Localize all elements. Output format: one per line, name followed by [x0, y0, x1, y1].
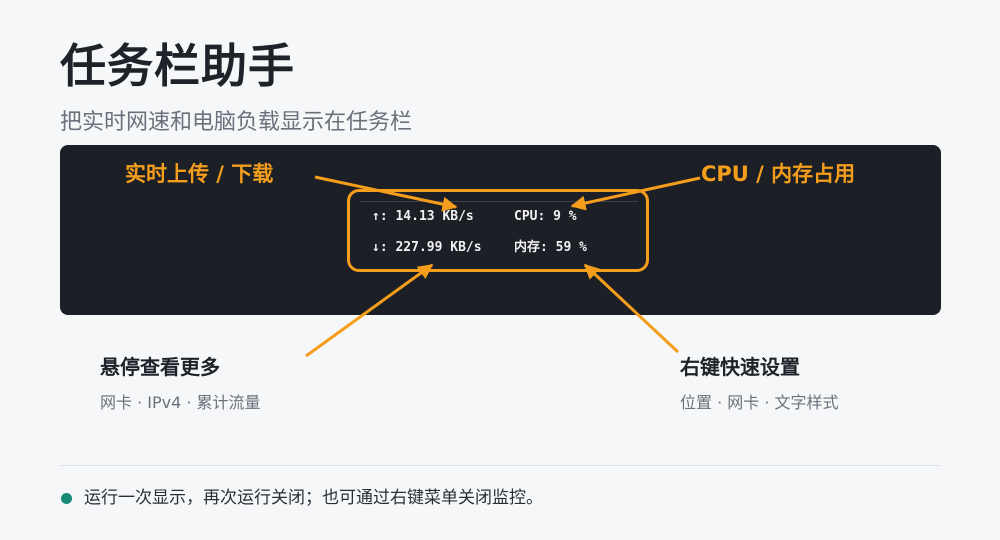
section-divider [60, 465, 941, 466]
usage-note: 运行一次显示，再次运行关闭；也可通过右键菜单关闭监控。 [84, 488, 543, 508]
cpu-usage: CPU: 9 % [514, 209, 577, 224]
feature-rightclick-title: 右键快速设置 [680, 355, 800, 379]
callout-network-speed: 实时上传 / 下载 [125, 162, 274, 186]
upload-speed: ↑: 14.13 KB/s [372, 209, 474, 224]
network-monitor-highlight [347, 189, 649, 272]
download-speed: ↓: 227.99 KB/s [372, 240, 482, 255]
feature-hover-desc: 网卡 · IPv4 · 累计流量 [100, 393, 261, 412]
page-subtitle: 把实时网速和电脑负载显示在任务栏 [60, 110, 413, 135]
taskbar-preview [60, 145, 941, 315]
feature-hover-title: 悬停查看更多 [100, 355, 220, 379]
bullet-dot-icon [61, 493, 72, 504]
taskbar-top-border [360, 201, 638, 202]
feature-rightclick-desc: 位置 · 网卡 · 文字样式 [680, 393, 839, 412]
page-title: 任务栏助手 [60, 39, 295, 93]
memory-usage: 内存: 59 % [514, 240, 587, 255]
callout-cpu-memory: CPU / 内存占用 [701, 162, 856, 186]
